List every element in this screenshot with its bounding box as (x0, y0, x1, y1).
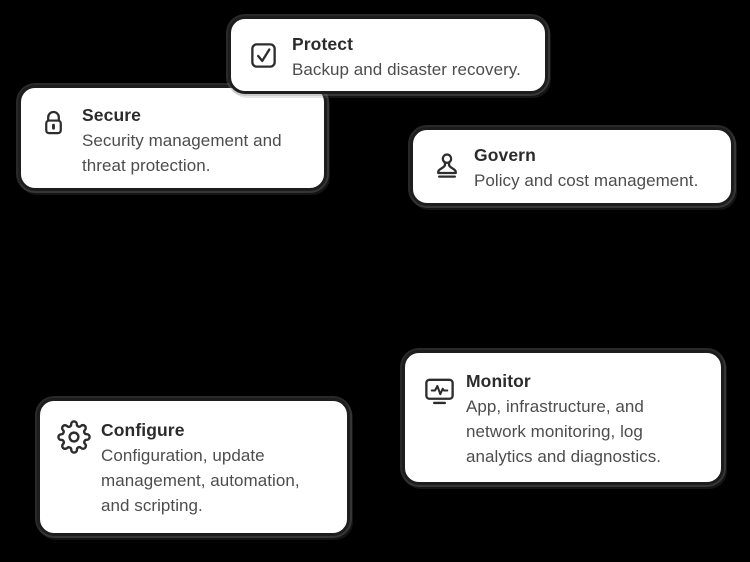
card-description: Backup and disaster recovery. (292, 60, 521, 79)
card-description: Configuration, update management, automa… (101, 446, 300, 515)
gear-icon (57, 420, 93, 454)
card-description: Policy and cost management. (474, 171, 699, 190)
card-title: Secure (82, 105, 141, 125)
monitor-pulse-icon (422, 373, 458, 408)
card-configure: Configure Configuration, update manageme… (37, 398, 350, 536)
card-description: App, infrastructure, and network monitor… (466, 397, 662, 466)
card-description: Security management and threat protectio… (82, 131, 282, 175)
card-text-block: Secure Security management and threat pr… (82, 103, 282, 178)
card-title: Monitor (466, 371, 531, 391)
card-text-block: Monitor App, infrastructure, and network… (466, 369, 661, 469)
card-text-block: Protect Backup and disaster recovery. (292, 32, 521, 82)
stamp-icon (430, 150, 466, 184)
card-title: Govern (474, 145, 536, 165)
card-text-block: Configure Configuration, update manageme… (101, 418, 300, 518)
checkbox-check-icon (248, 40, 284, 71)
card-text-block: Govern Policy and cost management. (474, 143, 698, 193)
lock-icon (38, 107, 74, 138)
card-govern: Govern Policy and cost management. (410, 127, 734, 206)
card-protect: Protect Backup and disaster recovery. (228, 16, 548, 94)
card-secure: Secure Security management and threat pr… (18, 85, 327, 191)
card-title: Configure (101, 420, 185, 440)
card-title: Protect (292, 34, 353, 54)
card-monitor: Monitor App, infrastructure, and network… (402, 350, 724, 485)
